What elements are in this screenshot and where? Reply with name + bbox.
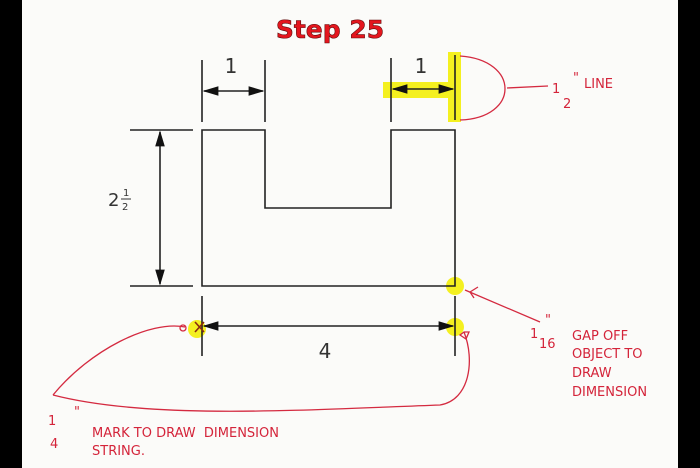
svg-text:DIMENSION: DIMENSION <box>572 385 647 400</box>
svg-text:": " <box>74 405 80 420</box>
svg-text:1: 1 <box>552 82 560 97</box>
step-title: Step 25 <box>276 15 384 44</box>
bottom-dimension <box>194 296 456 356</box>
svg-text:STRING.: STRING. <box>92 444 145 459</box>
svg-text:2: 2 <box>563 97 571 112</box>
object-outline <box>201 129 456 287</box>
svg-text:1: 1 <box>530 327 538 342</box>
svg-text:4: 4 <box>50 437 58 452</box>
svg-text:16: 16 <box>539 337 556 352</box>
dim-height-den: 2 <box>122 202 128 213</box>
svg-text:OBJECT TO: OBJECT TO <box>572 347 643 362</box>
line-note: 1 2 " LINE <box>552 71 613 112</box>
left-dimension <box>130 129 193 287</box>
dim-top-left: 1 <box>225 54 238 78</box>
annotation-leaders <box>52 55 549 412</box>
dim-height-whole: 2 <box>108 190 119 211</box>
gap-note: 1 16 " GAP OFF OBJECT TO DRAW DIMENSION <box>530 313 647 400</box>
svg-text:1: 1 <box>48 414 56 429</box>
svg-text:GAP OFF: GAP OFF <box>572 329 628 344</box>
dim-top-right: 1 <box>415 54 428 78</box>
svg-text:DRAW: DRAW <box>572 366 612 381</box>
svg-text:": " <box>573 71 579 86</box>
dim-height-num: 1 <box>123 188 129 199</box>
svg-text:LINE: LINE <box>584 77 613 92</box>
highlights <box>188 52 464 338</box>
mark-note: 1 4 " MARK TO DRAW DIMENSION STRING. <box>48 405 279 459</box>
top-dimensions <box>201 55 456 122</box>
svg-text:": " <box>545 313 551 328</box>
dim-bottom: 4 <box>319 339 332 363</box>
drawing-paper <box>22 0 678 468</box>
svg-text:MARK TO DRAW DIMENSION: MARK TO DRAW DIMENSION <box>92 426 279 441</box>
